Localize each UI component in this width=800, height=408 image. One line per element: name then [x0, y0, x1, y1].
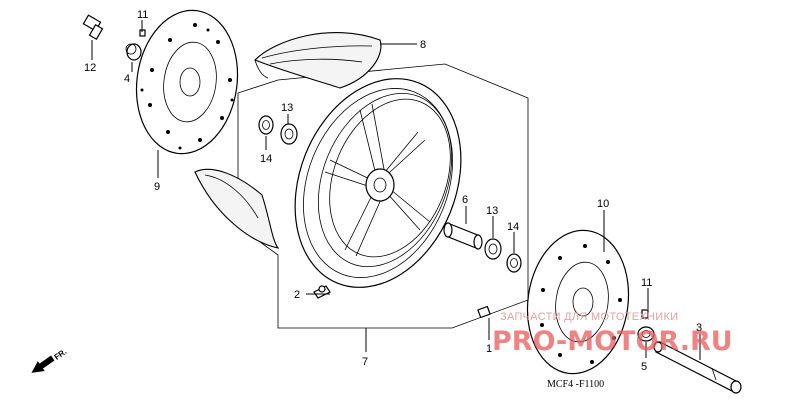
left-brake-disc[interactable]	[127, 4, 246, 161]
diagram-code: MCF4 -F1100	[547, 379, 604, 390]
callout-9: 9	[154, 181, 160, 193]
watermark-tagline: ЗАПЧАСТИ ДЛЯ МОТОТЕХНИКИ	[500, 311, 678, 323]
right-brake-disc[interactable]	[518, 224, 637, 381]
callout-3: 3	[696, 322, 702, 334]
callout-1: 1	[486, 343, 492, 355]
callouts: 11 12 4 8 9 13 14 2 6 13 14 7 10 11 5 3 …	[84, 9, 702, 373]
collar-right[interactable]	[637, 326, 655, 342]
callout-4: 4	[124, 73, 130, 85]
bolt-lower[interactable]	[477, 305, 491, 319]
callout-5: 5	[641, 361, 647, 373]
seal-right[interactable]	[506, 253, 522, 273]
callout-8: 8	[420, 39, 426, 51]
direction-label: FR.	[53, 347, 69, 362]
fender-piece[interactable]	[194, 168, 280, 249]
watermark: ЗАПЧАСТИ ДЛЯ МОТОТЕХНИКИ PRO-MOTOR.RU	[492, 311, 733, 357]
callout-6: 6	[462, 194, 468, 206]
watermark-logo: PRO-MOTOR.RU	[492, 326, 733, 357]
front-direction-arrow: FR.	[31, 347, 69, 373]
wheel-rim[interactable]	[265, 54, 491, 313]
seal-left[interactable]	[258, 115, 274, 135]
collar-left[interactable]	[125, 43, 142, 61]
callout-14-right: 14	[507, 221, 519, 233]
distance-collar[interactable]	[443, 222, 483, 250]
bearing-left[interactable]	[280, 123, 298, 145]
callout-11-top: 11	[137, 9, 148, 21]
callout-14-left: 14	[260, 153, 272, 165]
callout-10: 10	[597, 198, 609, 210]
callout-12: 12	[84, 62, 96, 74]
tyre[interactable]	[254, 32, 382, 89]
callout-13-right: 13	[486, 205, 498, 217]
callout-11-right: 11	[641, 277, 652, 289]
callout-13-left: 13	[281, 102, 293, 114]
front-axle[interactable]	[653, 341, 742, 394]
pin-right[interactable]	[641, 309, 649, 319]
valve[interactable]	[313, 285, 331, 299]
callout-7: 7	[362, 356, 368, 368]
disc-bolt[interactable]	[82, 14, 104, 41]
bearing-right[interactable]	[484, 238, 502, 260]
leader-lines	[91, 20, 701, 360]
callout-2: 2	[294, 289, 300, 301]
